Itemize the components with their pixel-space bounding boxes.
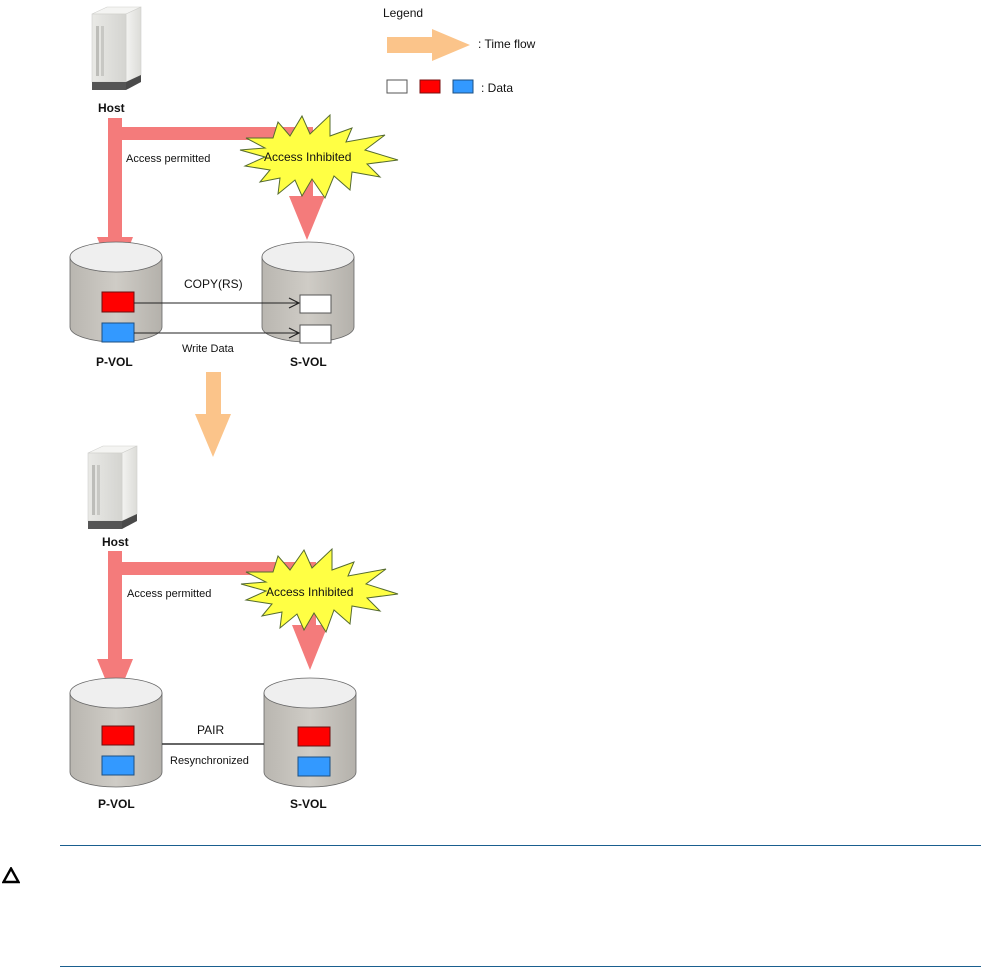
host-label: Host: [102, 535, 129, 549]
time-flow-down-arrow: [195, 372, 231, 457]
access-inhibited-label: Access Inhibited: [264, 150, 351, 164]
access-permitted-arrow: [97, 118, 133, 282]
legend-title: Legend: [383, 6, 423, 20]
legend-data-white-swatch: [386, 79, 408, 94]
link-area: [165, 700, 261, 776]
write-data-label: Write Data: [182, 343, 235, 355]
stage-2-pair: Host Access permitted Access Inhibited P…: [69, 445, 399, 811]
pvol-label: P-VOL: [98, 797, 135, 811]
caution-triangle-icon: [2, 867, 20, 884]
pair-label: PAIR: [197, 723, 224, 737]
legend-data-blue-swatch: [452, 79, 474, 94]
legend-data-red-swatch: [419, 79, 441, 94]
pvol-data-block-red: [101, 725, 135, 746]
svol-label: S-VOL: [290, 797, 327, 811]
access-inhibited-label: Access Inhibited: [266, 585, 353, 599]
svol-data-block-white: [299, 324, 332, 344]
svol-data-block-blue: [297, 756, 331, 777]
stage-1-copy: Host Access permitted Access Inhibited P…: [69, 6, 399, 369]
host-server-icon: [91, 6, 142, 90]
copy-label: COPY(RS): [184, 277, 243, 291]
note-top-rule: [60, 845, 981, 846]
access-permitted-arrow: [97, 551, 133, 703]
legend-time-flow-label: : Time flow: [478, 37, 536, 51]
access-inhibited-burst: [239, 113, 399, 200]
pvol-data-block-blue: [101, 322, 135, 343]
host-label: Host: [98, 101, 125, 115]
svol-label: S-VOL: [290, 355, 327, 369]
legend-data-label: : Data: [481, 81, 513, 95]
pvol-data-block-blue: [101, 755, 135, 776]
resynchronized-label: Resynchronized: [170, 755, 249, 767]
pvol-label: P-VOL: [96, 355, 133, 369]
svol-data-block-white: [299, 294, 332, 314]
pvol-data-block-red: [101, 291, 135, 313]
access-inhibited-burst: [240, 547, 399, 634]
host-server-icon: [87, 445, 138, 529]
legend: Legend : Time flow : Data: [383, 6, 536, 95]
time-flow-arrow-icon: [387, 29, 470, 61]
access-permitted-label: Access permitted: [127, 588, 211, 600]
svol-data-block-red: [297, 726, 331, 747]
access-permitted-label: Access permitted: [126, 153, 210, 165]
